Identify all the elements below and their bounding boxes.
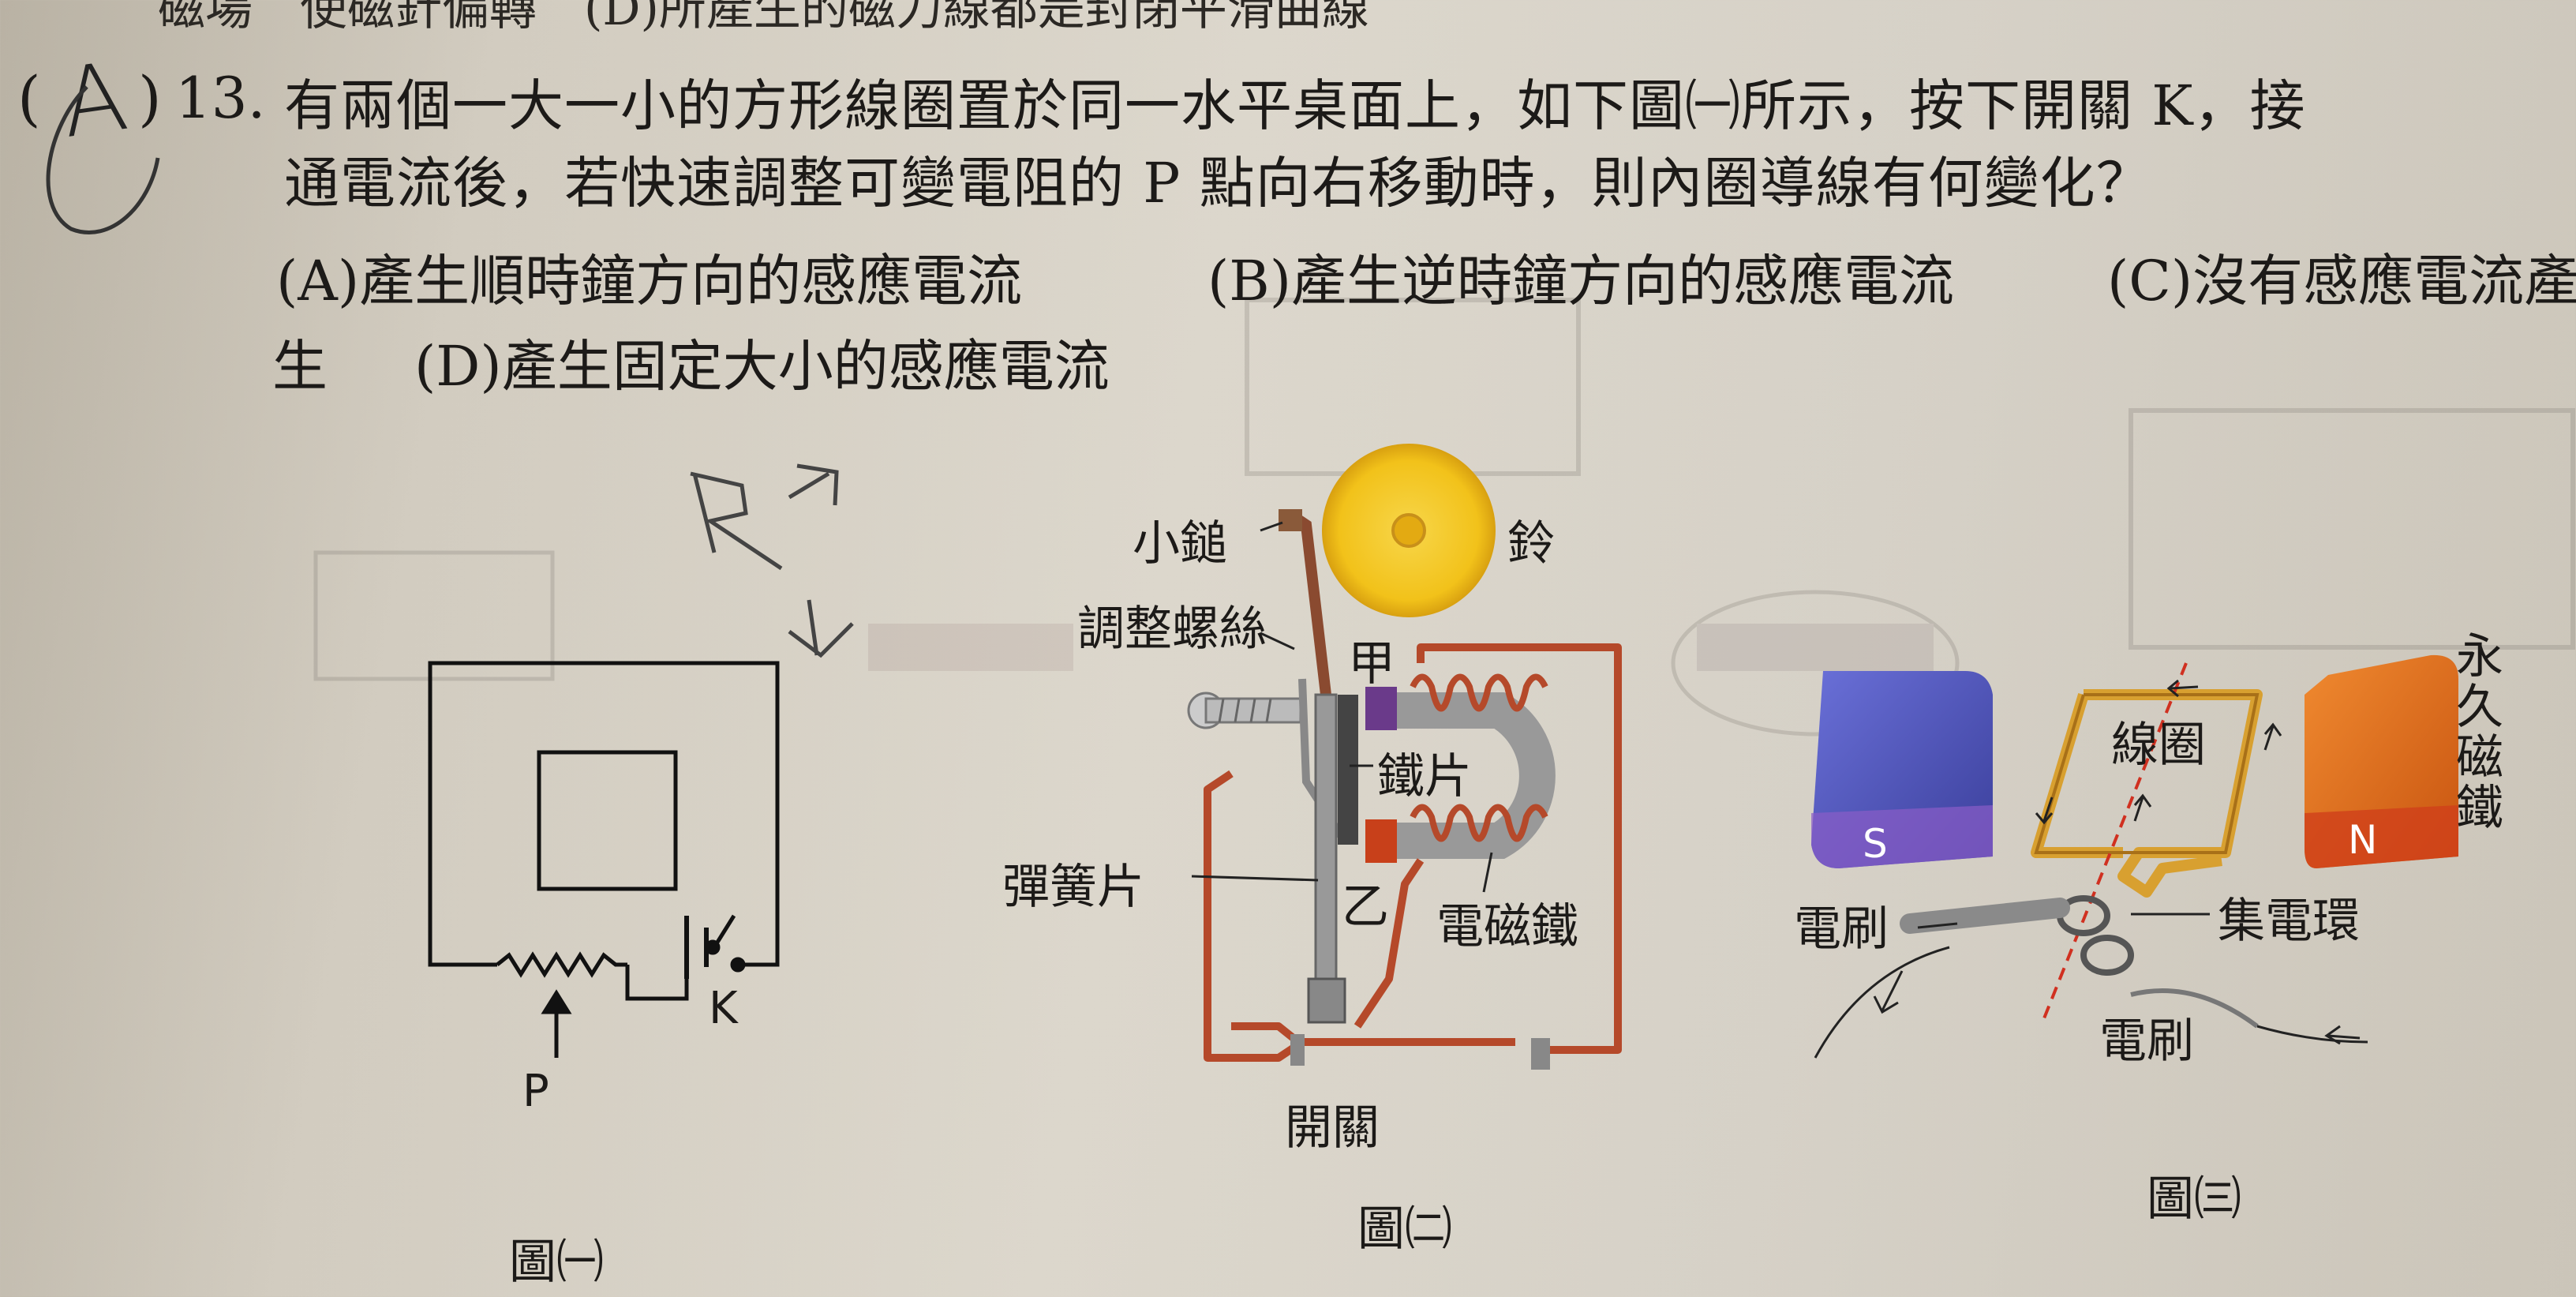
- magnet-s-label: S: [1863, 821, 1888, 867]
- label-coil: 線圈: [2111, 718, 2206, 773]
- label-spring-strip: 彈簧片: [1002, 860, 1144, 915]
- inner-coil: [537, 750, 678, 891]
- brush-1: [1900, 898, 2070, 934]
- answer-paren-left: (: [17, 63, 41, 133]
- label-permanent-magnet: 永久磁鐵: [2456, 629, 2503, 836]
- magnet-n-label: N: [2348, 817, 2378, 863]
- slip-ring-2: [2080, 935, 2134, 976]
- label-hammer: 小鎚: [1133, 516, 1227, 572]
- option-a: (A)產生順時鐘方向的感應電流: [276, 249, 1023, 313]
- variable-resistor: [496, 951, 627, 978]
- option-c-continued: 生: [272, 334, 328, 399]
- label-iron-plate: 鐵片: [1377, 749, 1472, 804]
- previous-question-tail: 磁場 使磁針偏轉 (D)所產生的磁力線都是封閉平滑曲線: [158, 0, 1369, 36]
- label-brush-1: 電刷: [1794, 902, 1889, 957]
- figure-2-caption: 圖㈡: [1357, 1201, 1452, 1257]
- label-jia: 甲: [1348, 636, 1395, 692]
- label-slip-ring: 集電環: [2218, 894, 2360, 949]
- label-switch: 開關: [1285, 1100, 1380, 1156]
- label-electromagnet: 電磁鐵: [1436, 899, 1578, 954]
- hammer-head: [1279, 509, 1302, 531]
- label-brush-2: 電刷: [2099, 1014, 2194, 1069]
- figure-1-caption: 圖㈠: [509, 1235, 604, 1290]
- figure-3-caption: 圖㈢: [2147, 1171, 2241, 1227]
- iron-plate: [1338, 695, 1358, 845]
- spring-strip: [1314, 693, 1338, 988]
- label-adjust-screw: 調整螺絲: [1077, 602, 1267, 657]
- question-line-2: 通電流後，若快速調整可變電阻的 P 點向右移動時，則內圈導線有何變化？: [284, 151, 2152, 216]
- question-number: 13.: [175, 65, 266, 131]
- option-d: (D)產生固定大小的感應電流: [414, 334, 1110, 399]
- label-yi: 乙: [1342, 879, 1389, 935]
- question-line-1: 有兩個一大一小的方形線圈置於同一水平桌面上，如下圖㈠所示，按下開關 K，接: [284, 73, 2306, 138]
- option-b: (B)產生逆時鐘方向的感應電流: [1208, 249, 1955, 313]
- label-p: P: [522, 1066, 549, 1117]
- answer-paren-right: ): [138, 63, 162, 133]
- label-bell: 鈴: [1507, 516, 1555, 572]
- label-k: K: [709, 983, 738, 1034]
- option-c: (C)沒有感應電流產: [2107, 249, 2576, 313]
